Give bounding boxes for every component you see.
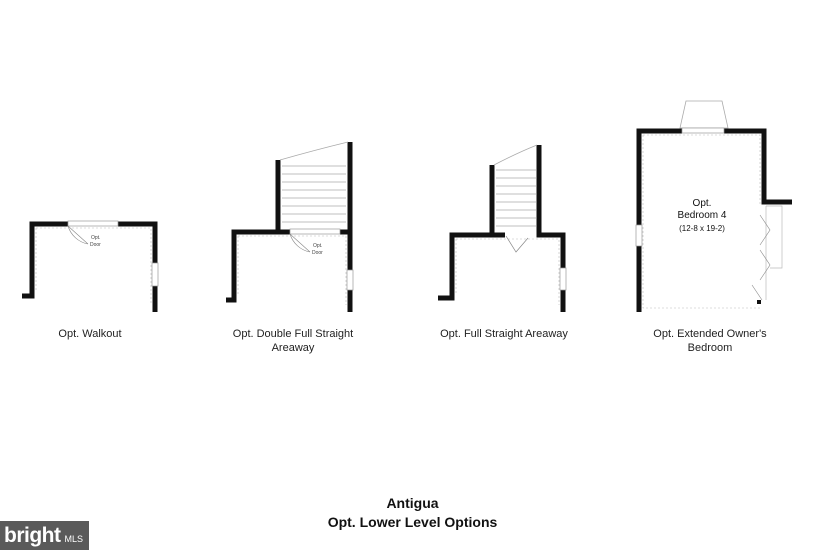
door-opening	[289, 228, 341, 235]
door-swing	[289, 233, 311, 253]
wall	[22, 221, 68, 299]
door-label-line2: Door	[312, 250, 323, 256]
room-label-line2: Bedroom 4	[678, 210, 727, 221]
wall	[118, 221, 158, 263]
wall	[226, 160, 281, 303]
door-label-line1: Opt.	[313, 243, 322, 249]
caption-double-areaway: Opt. Double Full Straight Areaway	[232, 328, 354, 354]
window	[681, 127, 725, 134]
window	[346, 269, 354, 291]
areaway-edge	[279, 141, 349, 161]
door-label-line1: Opt.	[91, 235, 100, 241]
plan-extended-bedroom: Opt. Bedroom 4 (12-8 x 19-2)	[635, 100, 792, 312]
areaway-edge	[493, 144, 538, 166]
window	[151, 262, 159, 287]
door-swing	[505, 235, 529, 253]
logo-mls: MLS	[64, 533, 83, 544]
plan-full-areaway	[438, 144, 567, 312]
room-label-line1: Opt.	[693, 198, 712, 209]
wall	[724, 128, 792, 205]
closet-doors	[751, 214, 771, 301]
interior-outline	[642, 134, 761, 309]
closet-outline	[765, 205, 783, 300]
caption-walkout: Opt. Walkout	[58, 328, 122, 340]
door-label-line2: Door	[90, 242, 101, 248]
stair-treads	[282, 165, 346, 223]
window-bay	[679, 100, 729, 129]
window	[635, 224, 643, 247]
room-label-line3: (12-8 x 19-2)	[679, 224, 725, 233]
wall-stub	[757, 300, 761, 304]
wall	[438, 165, 495, 301]
interior-outline	[237, 235, 347, 305]
plan-walkout: Opt. Door	[22, 220, 159, 312]
caption-extended-bedroom: Opt. Extended Owner's Bedroom	[653, 328, 767, 354]
diagram-subtitle: Opt. Lower Level Options	[327, 514, 498, 530]
logo-text: bright	[4, 523, 61, 547]
door-opening	[67, 220, 119, 227]
brand-logo: bright MLS	[0, 521, 89, 550]
stair-treads	[496, 169, 536, 227]
diagram-title: Antigua	[386, 495, 439, 511]
wall	[636, 128, 682, 225]
door-swing	[67, 225, 89, 245]
plan-double-areaway: Opt. Door	[226, 141, 354, 312]
interior-outline	[35, 227, 152, 305]
window	[559, 267, 567, 291]
wall	[536, 145, 566, 268]
caption-full-areaway: Opt. Full Straight Areaway	[440, 328, 568, 340]
interior-outline	[455, 238, 560, 305]
